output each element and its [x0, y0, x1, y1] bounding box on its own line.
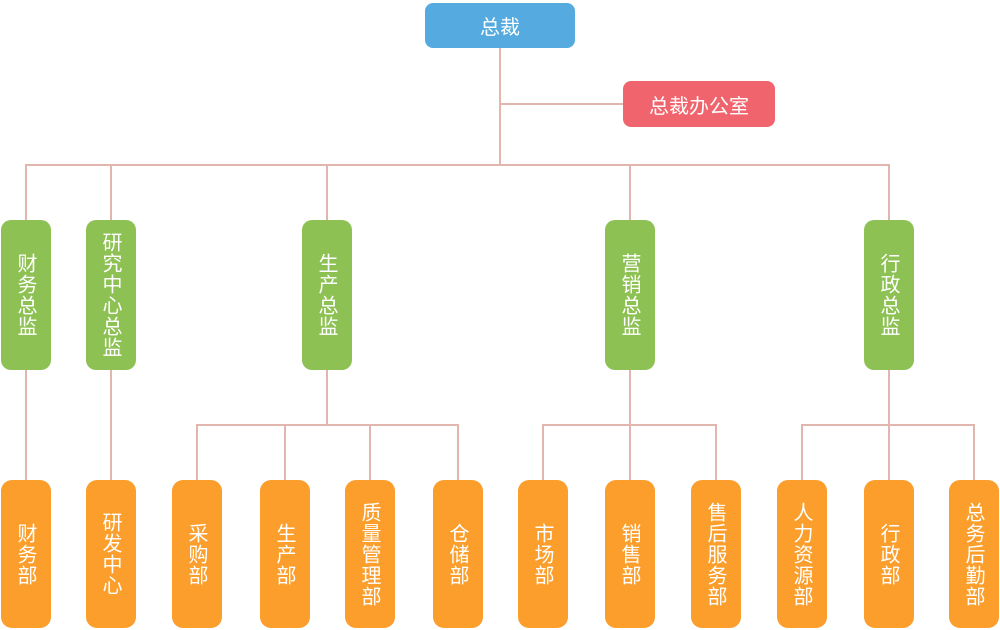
node-dept-market-label: 市场部 [531, 522, 555, 586]
connector-line [110, 164, 112, 220]
node-president-office-label: 总裁办公室 [649, 93, 749, 118]
connector-line [369, 424, 371, 480]
connector-line [196, 424, 459, 426]
node-dept-production-label: 生产部 [273, 522, 297, 586]
connector-line [110, 370, 112, 480]
node-dept-production[interactable]: 生产部 [260, 480, 310, 628]
node-director-production[interactable]: 生产总监 [302, 220, 352, 370]
node-dept-purchasing-label: 采购部 [185, 522, 209, 586]
connector-line [457, 424, 459, 480]
node-dept-admin-label: 行政部 [877, 522, 901, 586]
node-dept-sales[interactable]: 销售部 [605, 480, 655, 628]
node-dept-purchasing[interactable]: 采购部 [172, 480, 222, 628]
connector-line [801, 424, 803, 480]
node-dept-human-resources-label: 人力资源部 [790, 501, 814, 607]
connector-line [499, 48, 501, 165]
node-director-finance[interactable]: 财务总监 [1, 220, 51, 370]
node-president-label: 总裁 [480, 15, 520, 39]
node-president[interactable]: 总裁 [425, 3, 575, 48]
connector-line [25, 164, 890, 166]
node-director-finance-label: 财务总监 [14, 253, 38, 337]
connector-line [629, 424, 631, 480]
node-dept-general-affairs-logistics-label: 总务后勤部 [962, 501, 986, 607]
connector-line [888, 370, 890, 424]
connector-line [715, 424, 717, 480]
node-dept-after-sales-service[interactable]: 售后服务部 [691, 480, 741, 628]
connector-line [25, 164, 27, 220]
connector-line [196, 424, 198, 480]
connector-line [888, 164, 890, 220]
connector-line [888, 424, 890, 480]
connector-line [500, 103, 623, 105]
connector-line [284, 424, 286, 480]
node-dept-human-resources[interactable]: 人力资源部 [777, 480, 827, 628]
node-dept-after-sales-service-label: 售后服务部 [704, 501, 728, 607]
node-president-office[interactable]: 总裁办公室 [623, 81, 775, 127]
connector-line [973, 424, 975, 480]
connector-line [326, 164, 328, 220]
node-dept-general-affairs-logistics[interactable]: 总务后勤部 [949, 480, 999, 628]
node-dept-rnd-center-label: 研发中心 [99, 512, 123, 596]
node-dept-admin[interactable]: 行政部 [864, 480, 914, 628]
node-director-research-center[interactable]: 研究中心总监 [86, 220, 136, 370]
node-dept-market[interactable]: 市场部 [518, 480, 568, 628]
node-director-production-label: 生产总监 [315, 253, 339, 337]
node-director-admin[interactable]: 行政总监 [864, 220, 914, 370]
connector-line [629, 370, 631, 424]
connector-line [629, 164, 631, 220]
node-dept-warehouse[interactable]: 仓储部 [433, 480, 483, 628]
node-dept-quality-management[interactable]: 质量管理部 [345, 480, 395, 628]
node-dept-warehouse-label: 仓储部 [446, 522, 470, 586]
connector-line [542, 424, 544, 480]
node-dept-finance-label: 财务部 [14, 522, 38, 586]
node-dept-finance[interactable]: 财务部 [1, 480, 51, 628]
node-director-marketing-label: 营销总监 [618, 253, 642, 337]
connector-line [25, 370, 27, 480]
node-dept-sales-label: 销售部 [618, 522, 642, 586]
connector-line [326, 370, 328, 424]
node-director-marketing[interactable]: 营销总监 [605, 220, 655, 370]
node-dept-quality-management-label: 质量管理部 [358, 501, 382, 607]
node-director-research-center-label: 研究中心总监 [99, 232, 123, 358]
node-dept-rnd-center[interactable]: 研发中心 [86, 480, 136, 628]
node-director-admin-label: 行政总监 [877, 253, 901, 337]
